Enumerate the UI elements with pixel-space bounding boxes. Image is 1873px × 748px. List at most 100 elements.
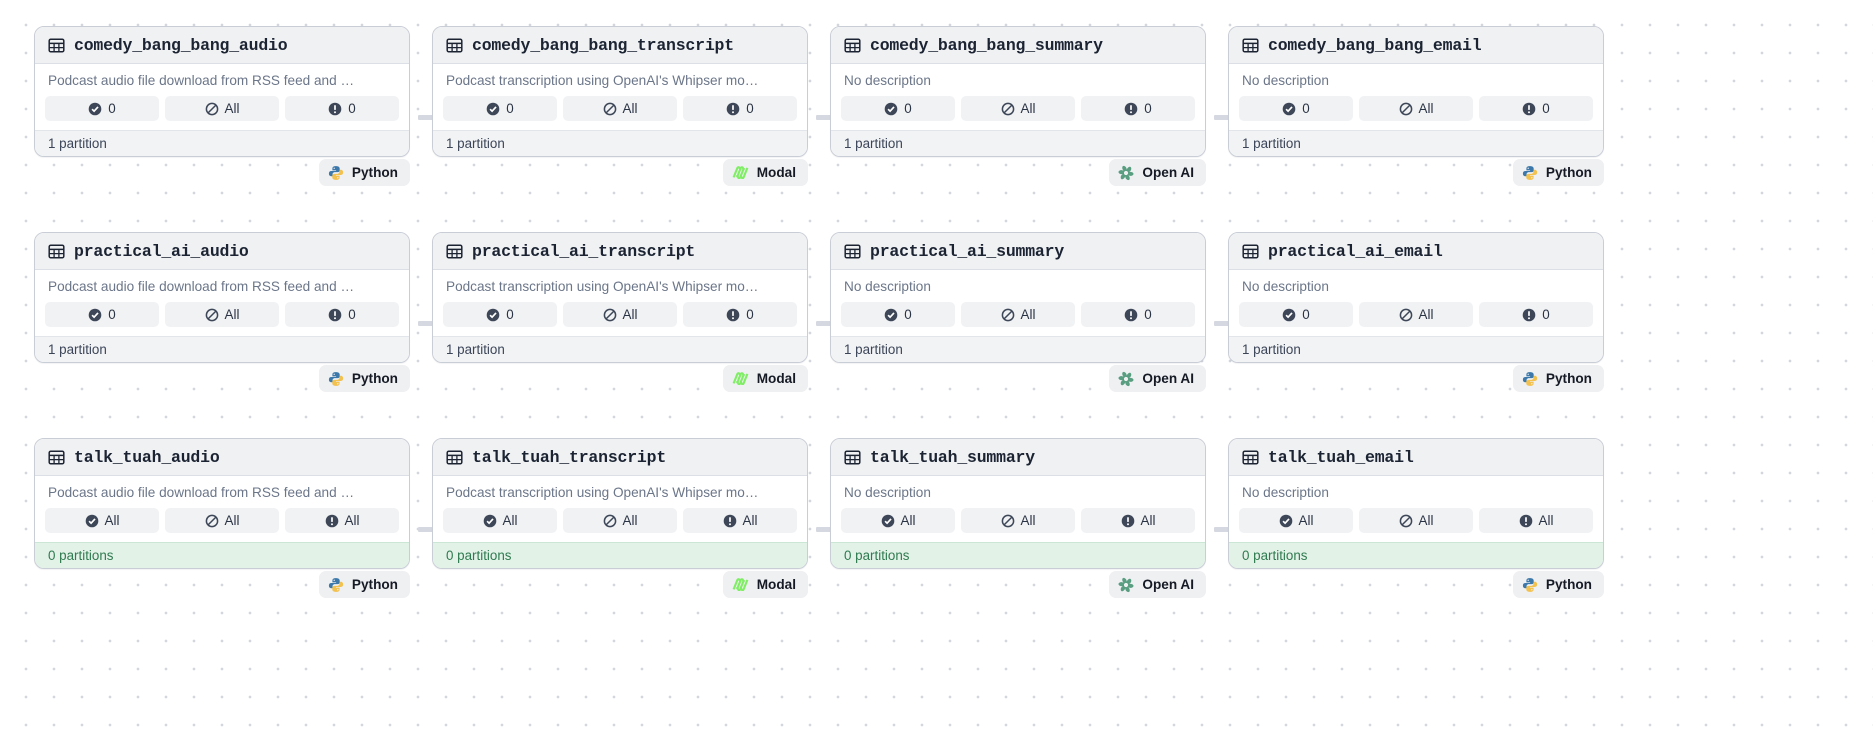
- status-badge-slash-circle[interactable]: All: [1359, 96, 1473, 121]
- status-badge-check-circle[interactable]: All: [1239, 508, 1353, 533]
- slash-circle-icon: [1399, 308, 1412, 321]
- python-logo-icon: [1522, 165, 1538, 180]
- status-badge-exclamation-circle[interactable]: All: [683, 508, 797, 533]
- openai-logo-icon: [1118, 165, 1134, 180]
- status-badge-check-circle[interactable]: 0: [1239, 302, 1353, 327]
- framework-tag-python[interactable]: Python: [1512, 159, 1604, 186]
- framework-tag-modal[interactable]: Modal: [722, 571, 808, 598]
- asset-card-header: practical_ai_transcript: [433, 233, 807, 270]
- asset-card-title: talk_tuah_email: [1268, 447, 1414, 467]
- status-badge-exclamation-circle[interactable]: 0: [285, 96, 399, 121]
- status-badge-check-circle[interactable]: 0: [45, 302, 159, 327]
- status-badge-slash-circle[interactable]: All: [165, 508, 279, 533]
- status-badge-slash-circle[interactable]: All: [165, 96, 279, 121]
- status-badge-exclamation-circle[interactable]: 0: [1479, 302, 1593, 327]
- status-badge-slash-circle[interactable]: All: [563, 96, 677, 121]
- framework-tag-open-ai[interactable]: Open AI: [1109, 365, 1206, 392]
- status-badge-exclamation-circle[interactable]: All: [1479, 508, 1593, 533]
- framework-tag-python[interactable]: Python: [1512, 365, 1604, 392]
- table-icon: [446, 449, 463, 465]
- status-badge-check-circle[interactable]: 0: [841, 96, 955, 121]
- exclamation-circle-icon: [1522, 102, 1536, 115]
- asset-card-description: No description: [1242, 73, 1329, 88]
- framework-tag-label: Modal: [756, 577, 796, 592]
- status-badge-slash-circle[interactable]: All: [1359, 508, 1473, 533]
- status-badge-exclamation-circle[interactable]: 0: [683, 96, 797, 121]
- status-badge-value: 0: [1302, 307, 1310, 322]
- framework-tag-open-ai[interactable]: Open AI: [1109, 571, 1206, 598]
- status-badge-slash-circle[interactable]: All: [165, 302, 279, 327]
- status-badge-exclamation-circle[interactable]: 0: [683, 302, 797, 327]
- status-badge-check-circle[interactable]: All: [841, 508, 955, 533]
- openai-logo-icon: [1118, 371, 1134, 386]
- slash-circle-icon: [205, 308, 218, 321]
- status-badge-value: 0: [348, 101, 356, 116]
- status-badge-value: 0: [108, 101, 116, 116]
- status-badge-check-circle[interactable]: All: [45, 508, 159, 533]
- table-icon: [844, 37, 861, 53]
- status-badge-check-circle[interactable]: 0: [443, 96, 557, 121]
- status-badge-check-circle[interactable]: All: [443, 508, 557, 533]
- modal-logo-icon: [732, 166, 749, 179]
- framework-tag-open-ai[interactable]: Open AI: [1109, 159, 1206, 186]
- python-logo-icon: [328, 371, 344, 386]
- status-badge-value: 0: [108, 307, 116, 322]
- status-badge-slash-circle[interactable]: All: [563, 302, 677, 327]
- check-circle-icon: [884, 102, 898, 115]
- asset-card-description: Podcast transcription using OpenAI's Whi…: [446, 279, 759, 294]
- slash-circle-icon: [603, 102, 616, 115]
- modal-logo-icon: [732, 578, 749, 591]
- asset-card-description: No description: [844, 279, 931, 294]
- asset-card-body: Podcast audio file download from RSS fee…: [35, 270, 409, 336]
- asset-card-title: comedy_bang_bang_audio: [74, 35, 288, 55]
- framework-tag-python[interactable]: Python: [318, 365, 410, 392]
- asset-partition-count: 0 partitions: [433, 542, 807, 568]
- status-badge-exclamation-circle[interactable]: 0: [285, 302, 399, 327]
- status-badge-exclamation-circle[interactable]: 0: [1479, 96, 1593, 121]
- status-badge-check-circle[interactable]: 0: [45, 96, 159, 121]
- asset-card-title: comedy_bang_bang_summary: [870, 35, 1103, 55]
- status-badge-check-circle[interactable]: 0: [841, 302, 955, 327]
- framework-tag-python[interactable]: Python: [318, 571, 410, 598]
- status-badge-slash-circle[interactable]: All: [961, 96, 1075, 121]
- status-badge-exclamation-circle[interactable]: All: [1081, 508, 1195, 533]
- status-badge-value: 0: [746, 101, 754, 116]
- asset-card-header: talk_tuah_summary: [831, 439, 1205, 476]
- status-badge-slash-circle[interactable]: All: [1359, 302, 1473, 327]
- framework-tag-python[interactable]: Python: [318, 159, 410, 186]
- asset-card-description: Podcast transcription using OpenAI's Whi…: [446, 485, 759, 500]
- status-badge-check-circle[interactable]: 0: [1239, 96, 1353, 121]
- framework-tag-python[interactable]: Python: [1512, 571, 1604, 598]
- framework-tag-modal[interactable]: Modal: [722, 159, 808, 186]
- exclamation-circle-icon: [726, 308, 740, 321]
- status-badge-slash-circle[interactable]: All: [961, 508, 1075, 533]
- framework-tag-modal[interactable]: Modal: [722, 365, 808, 392]
- status-badge-slash-circle[interactable]: All: [563, 508, 677, 533]
- status-badge-check-circle[interactable]: 0: [443, 302, 557, 327]
- framework-tag-label: Modal: [756, 371, 796, 386]
- status-badge-exclamation-circle[interactable]: 0: [1081, 96, 1195, 121]
- status-badge-exclamation-circle[interactable]: 0: [1081, 302, 1195, 327]
- status-badge-slash-circle[interactable]: All: [961, 302, 1075, 327]
- status-badge-exclamation-circle[interactable]: All: [285, 508, 399, 533]
- slash-circle-icon: [205, 102, 218, 115]
- slash-circle-icon: [1399, 514, 1412, 527]
